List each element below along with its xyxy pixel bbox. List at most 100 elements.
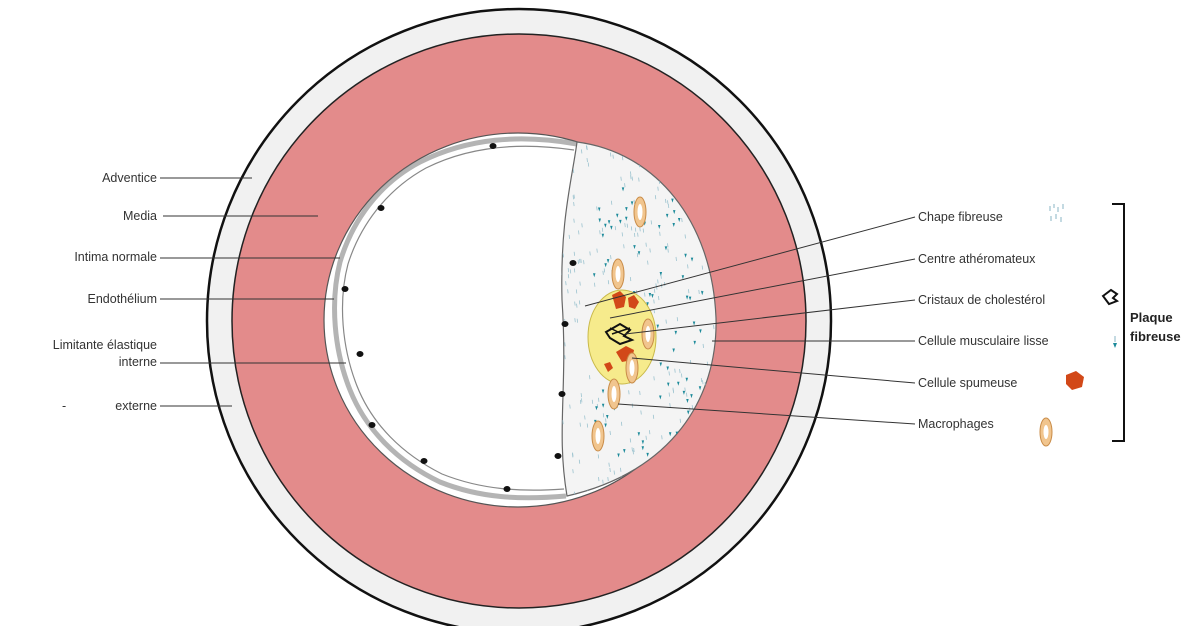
fibrous-fiber [625,183,626,187]
fibrous-fiber [637,253,638,257]
legend-macrophage-icon [1040,418,1052,446]
fibrous-fiber [703,344,704,348]
fibrous-fiber [574,195,575,199]
fibrous-fiber [574,252,575,256]
fibrous-fiber [563,420,564,424]
fibrous-fiber [651,220,652,224]
fibrous-fiber [635,228,636,232]
fibrous-fiber [587,146,588,150]
fibrous-fiber [643,229,644,233]
fibrous-fiber [579,300,580,304]
label-centre-atheromateux: Centre athéromateux [918,252,1036,266]
fibrous-fiber [669,393,670,397]
fibrous-fiber [574,219,575,223]
macrophage [634,197,646,227]
fibrous-fiber [606,418,607,422]
fibrous-fiber [587,424,588,428]
fibrous-fiber [608,280,609,284]
fibrous-fiber [625,223,626,227]
fibrous-fiber [686,393,687,397]
fibrous-fiber [624,244,625,248]
fibrous-fiber [581,393,582,397]
fibrous-fiber [603,413,604,417]
label-macrophages: Macrophages [918,417,994,431]
legend-cellule-musculaire-icon [1113,336,1117,348]
fibrous-fiber [581,149,582,153]
fibrous-fiber [603,480,604,484]
fibrous-fiber [568,289,569,293]
fibrous-fiber [573,469,574,473]
fibrous-fiber [673,388,674,392]
fibrous-fiber [621,422,622,426]
fibrous-fiber [570,405,571,409]
fibrous-fiber [614,471,615,475]
fibrous-fiber [598,454,599,458]
fibrous-fiber [634,448,635,452]
fibrous-fiber [610,468,611,472]
fibrous-fiber [584,260,585,264]
fibrous-fiber [703,380,704,384]
fibrous-fiber [641,410,642,414]
fibrous-fiber [670,403,671,407]
label-cellule-spumeuse: Cellule spumeuse [918,376,1017,390]
fibrous-fiber [610,431,611,435]
endothelial-nucleus [559,391,566,397]
fibrous-fiber [575,302,576,306]
label-limitante-interne-line1: Limitante élastique [53,338,157,352]
fibrous-fiber [629,390,630,394]
fibrous-fiber [608,477,609,481]
fibrous-fiber [634,200,635,204]
fibrous-fiber [574,202,575,206]
fibrous-fiber [580,400,581,404]
label-cellule-musculaire-lisse: Cellule musculaire lisse [918,334,1049,348]
fibrous-fiber [638,233,639,237]
fibrous-fiber [592,400,593,404]
fibrous-fiber [613,155,614,159]
fibrous-fiber [580,423,581,427]
fibrous-fiber [620,468,621,472]
endothelial-nucleus [504,486,511,492]
fibrous-fiber [655,195,656,199]
fibrous-fiber [578,230,579,234]
label-adventice: Adventice [102,171,157,185]
fibrous-fiber [588,163,589,167]
legend-cellule-spumeuse-icon [1066,371,1084,390]
label-media: Media [123,209,157,223]
label-fibreuse: fibreuse [1130,329,1181,344]
fibrous-fiber [681,373,682,377]
fibrous-fiber [572,453,573,457]
fibrous-fiber [573,169,574,173]
fibrous-fiber [622,156,623,160]
fibrous-fiber [573,195,574,199]
fibrous-fiber [578,260,579,264]
fibrous-fiber [676,257,677,261]
fibrous-fiber [603,271,604,275]
fibrous-fiber [581,398,582,402]
fibrous-fiber [668,200,669,204]
fibrous-fiber [653,415,654,419]
fibrous-fiber [589,375,590,379]
endothelial-nucleus [570,260,577,266]
fibrous-fiber [701,378,702,382]
fibrous-fiber [598,477,599,481]
legend-cristaux-cholesterol-icon [1103,290,1117,304]
fibrous-fiber [569,235,570,239]
fibrous-fiber [566,281,567,285]
fibrous-fiber [631,226,632,230]
fibrous-fiber [665,199,666,203]
fibrous-fiber [682,218,683,222]
fibrous-fiber [667,243,668,247]
fibrous-fiber [577,319,578,323]
macrophage [642,319,654,349]
fibrous-fiber [632,177,633,181]
fibrous-fiber [658,279,659,283]
fibrous-fiber [658,296,659,300]
endothelial-nucleus [490,143,497,149]
fibrous-fiber [669,371,670,375]
fibrous-fiber [680,369,681,373]
fibrous-fiber [590,251,591,255]
fibrous-fiber [690,408,691,412]
fibrous-fiber [580,282,581,286]
macrophage [626,353,638,383]
fibrous-fiber [597,206,598,210]
